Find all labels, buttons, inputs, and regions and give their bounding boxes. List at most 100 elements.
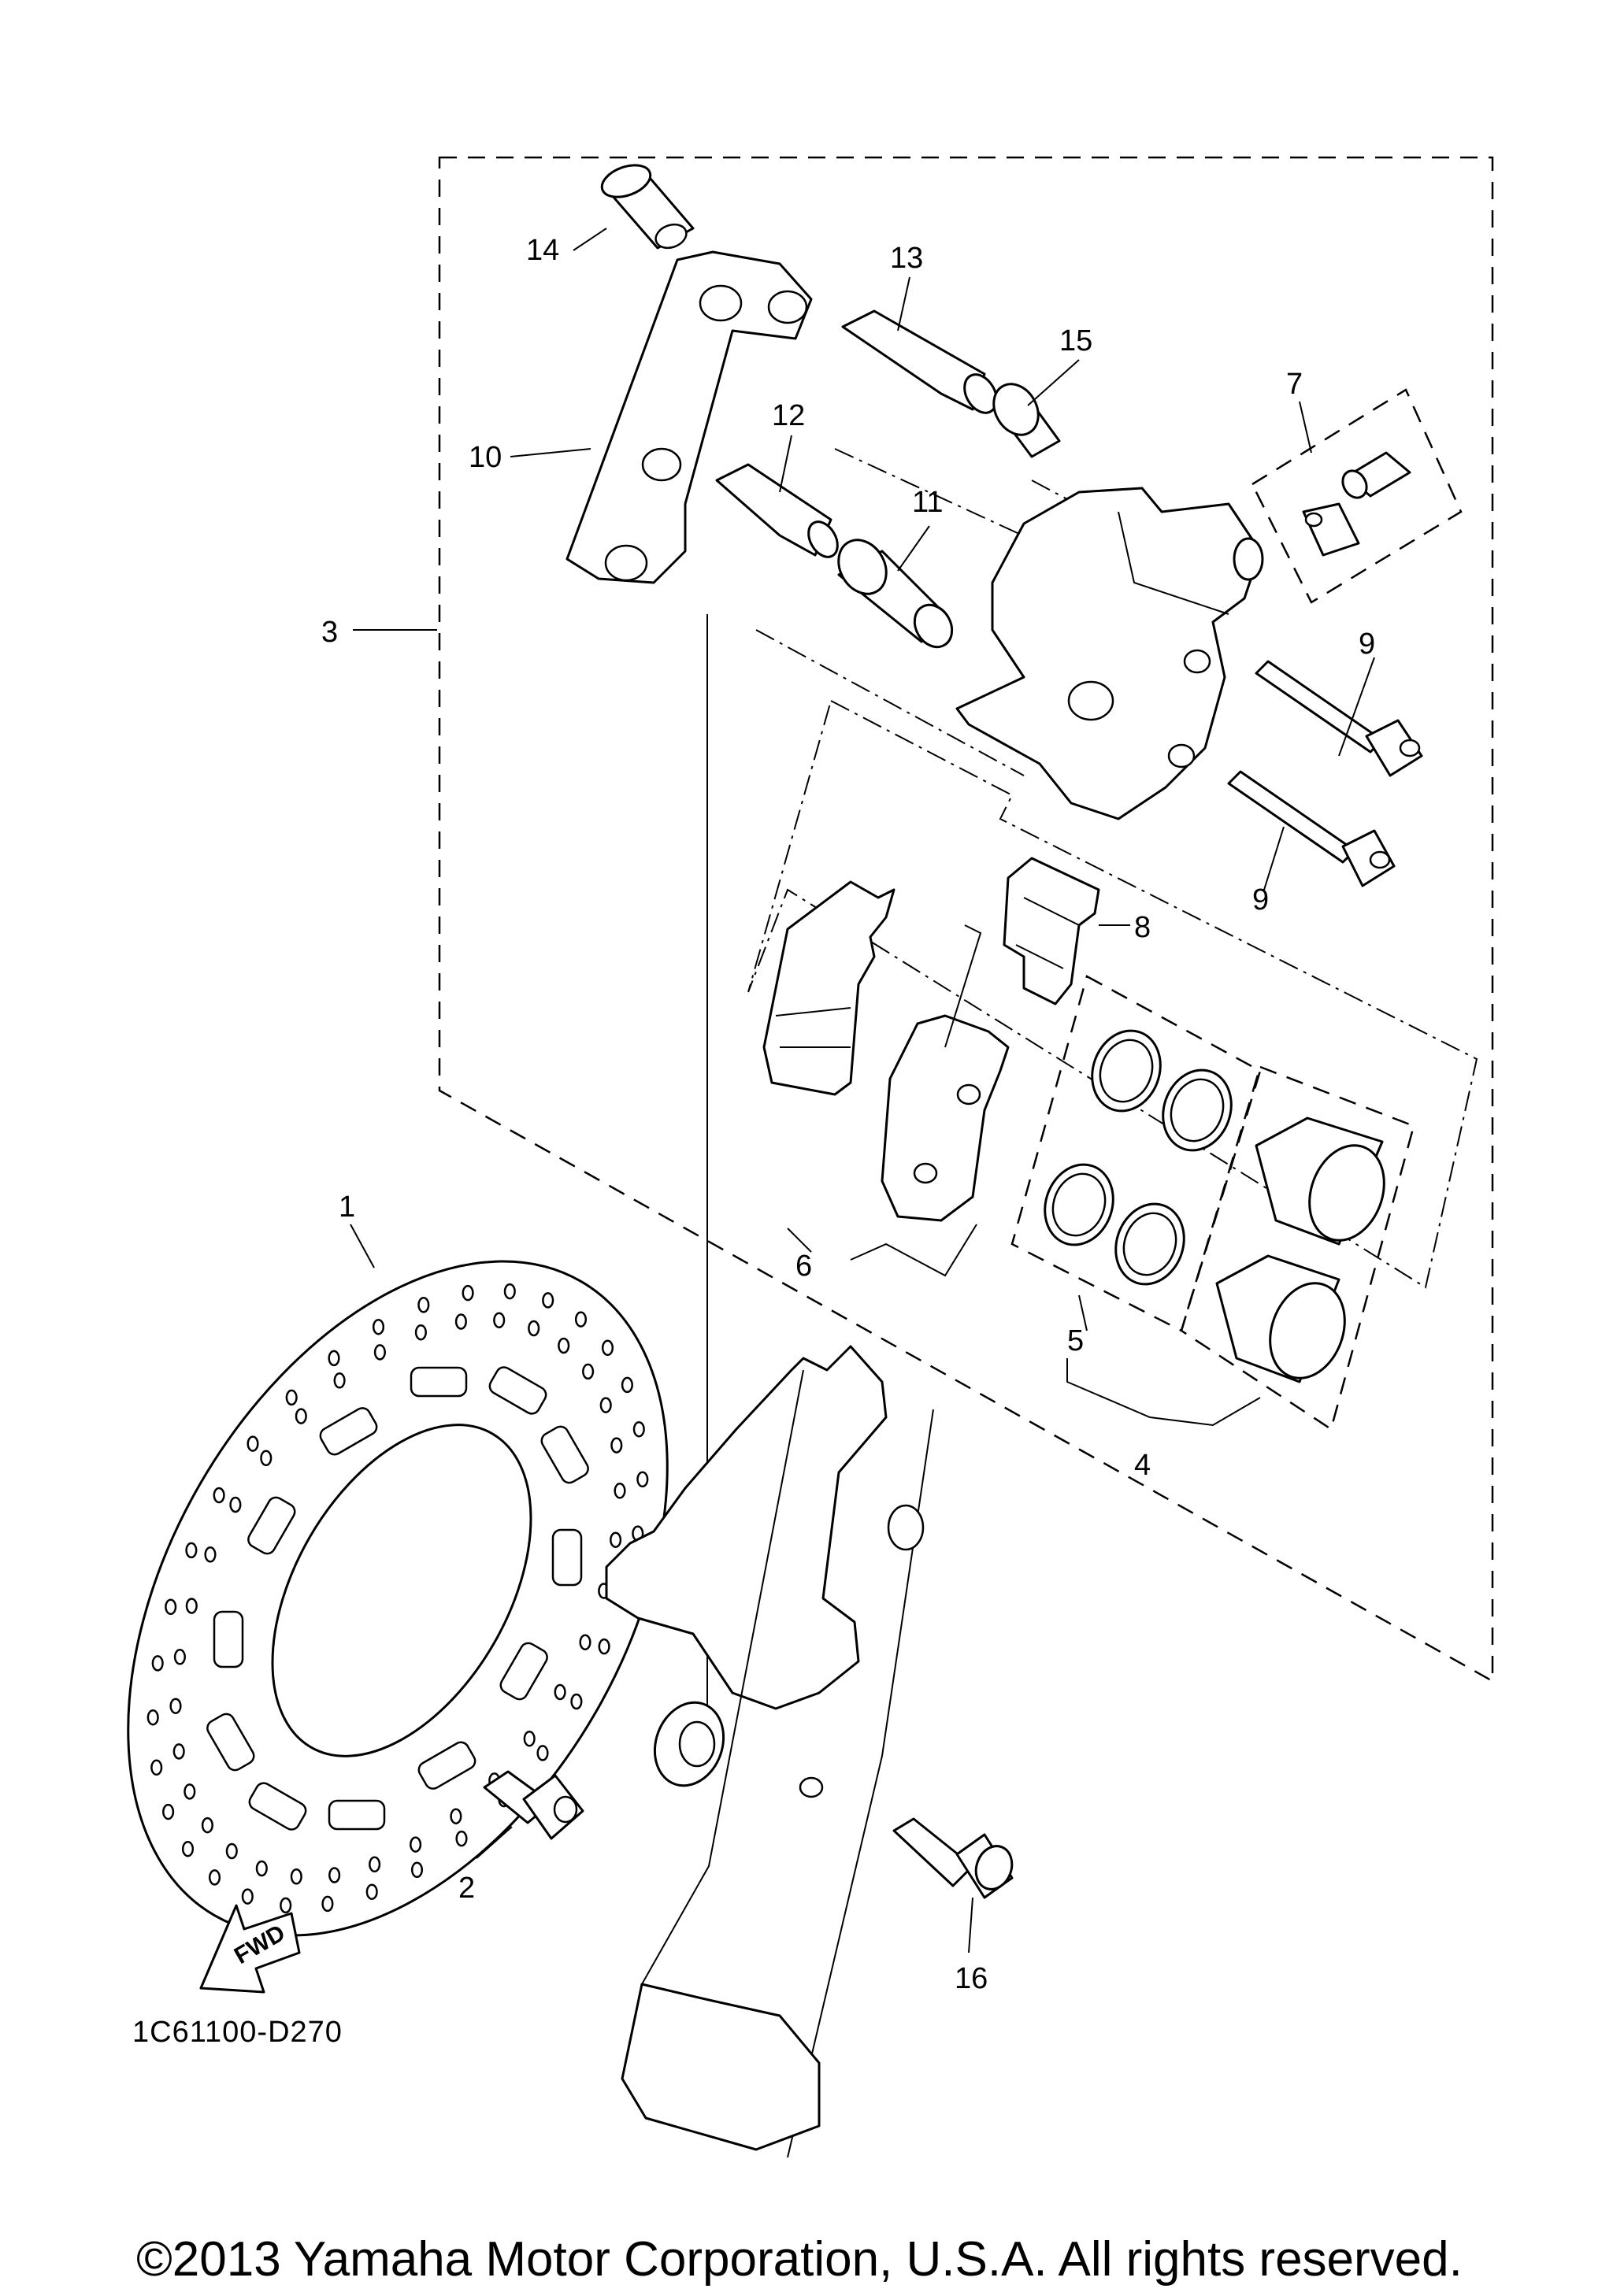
- disc-vent-hole: [181, 1840, 195, 1857]
- disc-vent-hole: [151, 1655, 164, 1672]
- callout-7: 7: [1286, 368, 1303, 401]
- disc-spoke-window: [488, 1366, 547, 1415]
- disc-vent-hole: [542, 1292, 554, 1309]
- disc-vent-hole: [150, 1759, 163, 1776]
- part-12-slide-pin: [715, 463, 839, 558]
- callout-5: 5: [1067, 1324, 1084, 1357]
- disc-vent-hole: [169, 1698, 182, 1714]
- disc-spoke-window: [540, 1425, 589, 1484]
- callout-9-upper: 9: [1359, 628, 1375, 661]
- copyright-notice: ©2013 Yamaha Motor Corporation, U.S.A. A…: [136, 2232, 1463, 2287]
- disc-vent-hole: [410, 1861, 424, 1879]
- assembly-dash-line-3: [834, 448, 1040, 544]
- disc-vent-hole: [285, 1389, 298, 1406]
- disc-vent-hole: [450, 1808, 462, 1824]
- callout-labels: 1 2 3 4 5 6 7 8 9 9 10 11 12 13 14 15 16: [321, 234, 1375, 1995]
- part-16-caliper-bolt: [892, 1817, 1014, 1899]
- caliper-body: [955, 487, 1264, 820]
- part-6-brake-pad-rear: [881, 1014, 1010, 1222]
- disc-vent-hole: [229, 1496, 242, 1513]
- disc-vent-hole: [241, 1888, 254, 1905]
- disc-vent-hole: [579, 1634, 591, 1650]
- fwd-arrow-icon: FWD: [199, 1904, 301, 1994]
- disc-vent-hole: [582, 1363, 595, 1380]
- disc-vent-hole: [328, 1867, 341, 1883]
- disc-vent-hole: [462, 1284, 474, 1302]
- disc-vent-hole: [574, 1311, 588, 1328]
- callout-14: 14: [526, 234, 559, 267]
- disc-vent-hole: [225, 1842, 238, 1860]
- part-9-bolt-upper: [1255, 660, 1423, 777]
- disc-vent-hole: [493, 1312, 506, 1328]
- disc-vent-hole: [599, 1397, 612, 1413]
- callout-1: 1: [339, 1191, 355, 1224]
- disc-vent-hole: [201, 1816, 213, 1834]
- disc-vent-hole: [610, 1437, 623, 1454]
- part-1-brake-disc: [127, 1260, 669, 1937]
- callout-2: 2: [458, 1872, 475, 1905]
- disc-vent-hole: [162, 1803, 175, 1820]
- disc-vent-hole: [165, 1598, 177, 1616]
- disc-vent-hole: [373, 1344, 386, 1361]
- part-8-pad-spring: [1003, 857, 1100, 1005]
- disc-vent-hole: [365, 1883, 378, 1900]
- disc-spoke-window: [551, 1528, 583, 1587]
- disc-vent-hole: [328, 1350, 340, 1367]
- part-2-disc-bolt: [483, 1770, 584, 1840]
- part-6-brake-pad-front: [762, 880, 895, 1096]
- disc-vent-hole: [454, 1313, 467, 1330]
- piston-group-boundary: [1180, 1065, 1415, 1431]
- disc-vent-hole: [554, 1683, 566, 1701]
- part-5-piston-seals: [1044, 1029, 1233, 1286]
- front-fork-leg: [605, 1345, 934, 2158]
- part-9-bolt-lower: [1227, 770, 1396, 887]
- caliper-assembly-boundary: [438, 156, 1494, 1683]
- disc-vent-hole: [570, 1693, 583, 1710]
- disc-vent-hole: [184, 1783, 196, 1800]
- bleed-screw-group-boundary: [1251, 388, 1463, 604]
- disc-vent-hole: [146, 1709, 159, 1726]
- callout-9-lower: 9: [1252, 883, 1269, 917]
- callout-3: 3: [321, 616, 338, 649]
- disc-vent-hole: [290, 1868, 302, 1885]
- disc-vent-hole: [213, 1487, 225, 1504]
- callout-13: 13: [890, 242, 923, 275]
- disc-vent-hole: [536, 1745, 549, 1761]
- disc-vent-hole: [621, 1376, 633, 1394]
- disc-spoke-window: [213, 1610, 244, 1668]
- assembly-dash-line-1: [755, 629, 1025, 776]
- disc-vent-hole: [185, 1598, 198, 1614]
- callout-6: 6: [795, 1250, 812, 1283]
- part-7-bleed-screw: [1302, 451, 1411, 557]
- disc-vent-hole: [255, 1860, 268, 1877]
- disc-spoke-window: [410, 1366, 468, 1398]
- disc-vent-hole: [601, 1339, 614, 1357]
- disc-vent-hole: [523, 1730, 536, 1747]
- disc-spoke-window: [499, 1642, 548, 1701]
- drawing-code: 1C61100-D270: [132, 2016, 343, 2049]
- disc-vent-hole: [369, 1856, 381, 1873]
- disc-spoke-window: [206, 1713, 255, 1772]
- pad-group-boundary: [747, 699, 1478, 1289]
- disc-vent-hole: [172, 1743, 185, 1760]
- disc-vent-hole: [414, 1324, 427, 1341]
- part-11-boot: [837, 539, 954, 649]
- disc-vent-hole: [173, 1649, 186, 1665]
- part-4-pistons: [1215, 1117, 1385, 1383]
- disc-vent-hole: [185, 1542, 198, 1559]
- callout-15: 15: [1059, 324, 1092, 357]
- disc-vent-hole: [247, 1435, 259, 1452]
- disc-vent-hole: [410, 1836, 422, 1853]
- disc-vent-hole: [321, 1895, 334, 1913]
- part-10-caliper-bracket: [565, 250, 813, 584]
- disc-vent-hole: [208, 1869, 221, 1886]
- leader-lines: [350, 228, 1375, 1953]
- disc-vent-hole: [333, 1372, 346, 1389]
- part-13-slide-pin: [841, 309, 998, 414]
- disc-vent-hole: [503, 1283, 516, 1300]
- disc-vent-hole: [280, 1897, 292, 1914]
- part-15-boot: [992, 383, 1061, 458]
- disc-spoke-window: [328, 1799, 386, 1831]
- disc-vent-hole: [636, 1471, 649, 1488]
- disc-vent-hole: [295, 1408, 307, 1424]
